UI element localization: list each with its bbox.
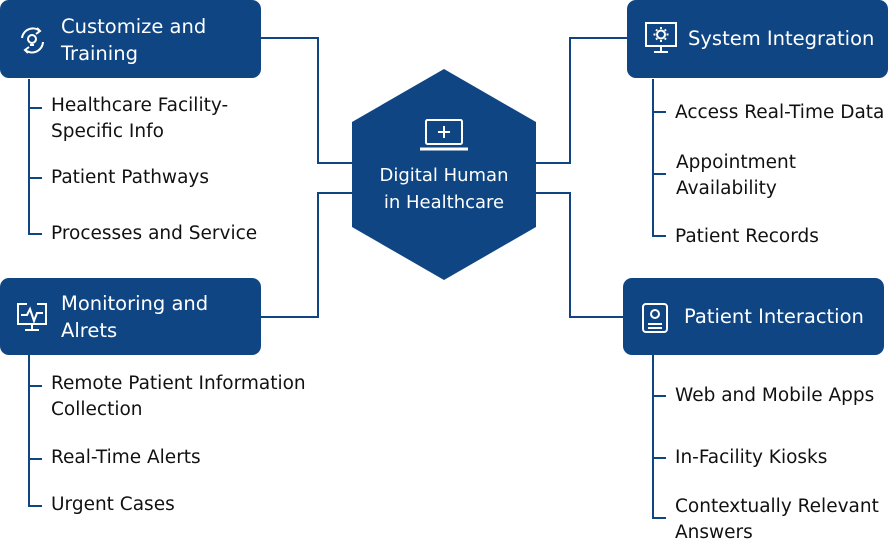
refresh-lightbulb-icon: [21, 27, 44, 54]
list-item: Healthcare Facility- Specific Info: [51, 95, 229, 142]
monitoring-title-line1: Monitoring and: [61, 292, 209, 315]
patient-title: Patient Interaction: [684, 305, 864, 328]
connector-customize: [260, 37, 353, 164]
center-title-line1: Digital Human: [379, 165, 509, 186]
connector-patient: [535, 192, 623, 318]
center-title: Digital Human in Healthcare: [352, 162, 536, 216]
patient-interaction-box: Patient Interaction: [623, 278, 884, 355]
list-item: In-Facility Kiosks: [675, 447, 828, 468]
customize-title-line2: Training: [61, 42, 138, 65]
list-item: Access Real-Time Data: [675, 102, 885, 123]
monitoring-alerts-box: Monitoring and Alrets: [0, 278, 261, 355]
monitoring-title-line2: Alrets: [61, 319, 118, 342]
connector-monitoring: [260, 192, 353, 318]
center-title-line2: in Healthcare: [383, 192, 505, 213]
id-badge-icon: [642, 303, 668, 333]
connector-system: [535, 37, 627, 164]
list-item: Contextually Relevant Answers: [675, 496, 879, 543]
list-item: Processes and Service: [51, 223, 258, 244]
laptop-plus-icon: [420, 119, 468, 151]
bracket-monitoring: [28, 355, 42, 507]
bracket-customize: [28, 79, 42, 235]
customize-training-box: Customize and Training: [0, 0, 261, 78]
list-item: Patient Records: [675, 226, 819, 247]
list-item: Patient Pathways: [51, 167, 209, 188]
bracket-patient: [652, 355, 666, 519]
list-item: Real-Time Alerts: [51, 447, 201, 468]
list-item: Urgent Cases: [51, 494, 175, 515]
monitor-gear-icon: [645, 22, 677, 53]
center-hexagon: [352, 69, 536, 280]
customize-title-line1: Customize and: [61, 15, 207, 38]
heartbeat-monitor-icon: [17, 303, 47, 331]
system-title: System Integration: [688, 27, 875, 50]
list-item: Remote Patient Information Collection: [51, 373, 306, 420]
list-item: Web and Mobile Apps: [675, 385, 875, 406]
bracket-system: [652, 79, 666, 237]
system-integration-box: System Integration: [627, 0, 888, 78]
list-item: Appointment Availability: [676, 152, 796, 199]
